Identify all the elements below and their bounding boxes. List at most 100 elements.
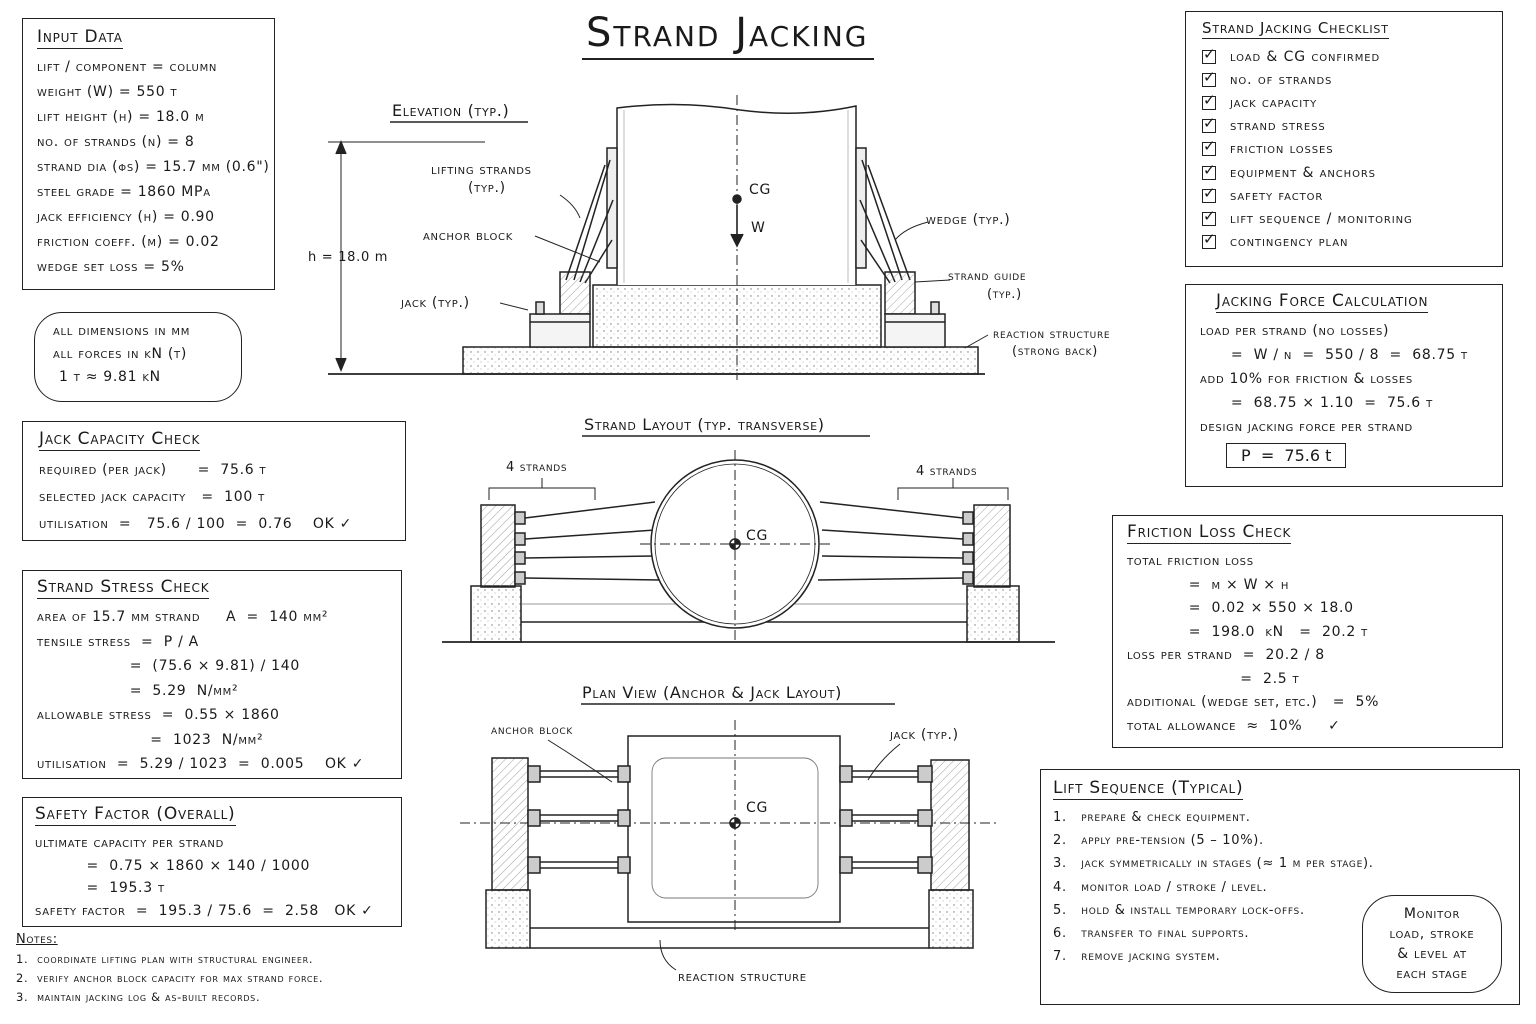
lift-sequence-step: 5. hold & install temporary lock-offs. <box>1053 902 1305 918</box>
strand-stress-line: = 1023 N/mm² <box>37 731 264 748</box>
jack-capacity-title: Jack Capacity Check <box>39 429 201 451</box>
friction-loss-line: additional (wedge set, etc.) = 5% <box>1127 694 1380 710</box>
jacking-force-line: = 68.75 × 1.10 = 75.6 t <box>1200 395 1433 411</box>
jacking-force-title: Jacking Force Calculation <box>1216 291 1429 313</box>
checklist-item: safety factor <box>1202 184 1486 207</box>
label-4-strands-left: 4 strands <box>506 460 567 475</box>
lift-sequence-title: Lift Sequence (Typical) <box>1053 778 1244 800</box>
input-data-line: lift / component = column <box>37 59 218 75</box>
notes-title: Notes: <box>16 932 58 947</box>
label-4-strands-right: 4 strands <box>916 464 977 479</box>
label-reaction-structure-plan: reaction structure <box>678 969 807 985</box>
units-note-line: all dimensions in mm <box>53 323 191 339</box>
checklist-item: no. of strands <box>1202 68 1486 91</box>
elevation-labels: Elevation (typ.) lifting strands (typ.) … <box>308 101 1110 359</box>
lift-sequence-step: 6. transfer to final supports. <box>1053 926 1250 942</box>
elevation-diagram <box>328 95 989 380</box>
lift-sequence-step: 3. jack symmetrically in stages (≈ 1 m p… <box>1053 856 1374 872</box>
friction-loss-line: total friction loss <box>1127 553 1254 569</box>
input-data-line: strand dia (ϕs) = 15.7 mm (0.6") <box>37 159 270 175</box>
monitor-note-line: each stage <box>1396 966 1468 982</box>
safety-factor-line: = 0.75 × 1860 × 140 / 1000 <box>35 857 311 874</box>
note-line: 2. verify anchor block capacity for max … <box>16 971 324 985</box>
friction-loss-line: = 2.5 t <box>1127 670 1300 687</box>
elevation-title: Elevation (typ.) <box>392 101 509 120</box>
strand-stress-line: area of 15.7 mm strand A = 140 mm² <box>37 609 329 625</box>
jacking-force-result: P = 75.6 t <box>1226 443 1347 468</box>
label-cg-layout: CG <box>746 528 768 544</box>
label-cg-plan: CG <box>746 800 768 816</box>
strand-stress-line: tensile stress = P / A <box>37 633 199 650</box>
monitor-note-line: load, stroke <box>1389 926 1475 942</box>
plan-view-labels: Plan View (Anchor & Jack Layout) anchor … <box>491 683 959 985</box>
strand-layout-title: Strand Layout (typ. transverse) <box>584 415 825 434</box>
label-strong-back: (strong back) <box>1012 344 1098 359</box>
checkbox-checked-icon <box>1202 184 1216 203</box>
safety-factor-line: = 195.3 t <box>35 880 165 896</box>
checklist-item-label: jack capacity <box>1230 94 1318 111</box>
friction-loss-box: Friction Loss Check total friction loss … <box>1112 515 1503 748</box>
checklist-item-label: contingency plan <box>1230 234 1349 251</box>
checklist-item-label: load & CG confirmed <box>1230 48 1381 65</box>
friction-loss-line: = μ × W × h <box>1127 576 1290 593</box>
label-strand-guide: strand guide <box>948 269 1026 284</box>
checkbox-checked-icon <box>1202 45 1216 64</box>
strand-stress-box: Strand Stress Check area of 15.7 mm stra… <box>22 570 402 779</box>
jacking-force-line: = W / n = 550 / 8 = 68.75 t <box>1200 347 1468 363</box>
units-note-cloud: all dimensions in mm all forces in kN (t… <box>34 312 242 402</box>
checkbox-checked-icon <box>1202 207 1216 226</box>
safety-factor-title: Safety Factor (Overall) <box>35 804 236 826</box>
friction-loss-line: = 198.0 kN = 20.2 t <box>1127 623 1368 640</box>
jacking-force-line: design jacking force per strand <box>1200 419 1413 435</box>
checklist-item: strand stress <box>1202 114 1486 138</box>
strand-stress-line: = (75.6 × 9.81) / 140 <box>37 658 300 674</box>
input-data-line: weight (W) = 550 t <box>37 84 178 100</box>
checkbox-checked-icon <box>1202 91 1216 110</box>
lift-sequence-lines: 1. prepare & check equipment.2. apply pr… <box>1053 806 1507 968</box>
notes-lines: 1. coordinate lifting plan with structur… <box>16 950 323 1007</box>
friction-loss-line: = 0.02 × 550 × 18.0 <box>1127 600 1354 616</box>
checklist-item-label: lift sequence / monitoring <box>1230 210 1413 227</box>
input-data-line: friction coeff. (μ) = 0.02 <box>37 234 220 250</box>
monitor-note-cloud: Monitor load, stroke & level at each sta… <box>1362 895 1502 993</box>
strand-stress-line: allowable stress = 0.55 × 1860 <box>37 707 280 723</box>
checklist-item: jack capacity <box>1202 91 1486 114</box>
lift-sequence-step: 2. apply pre-tension (5 – 10%). <box>1053 833 1264 849</box>
checklist-item: load & CG confirmed <box>1202 45 1486 68</box>
label-wedge: wedge (typ.) <box>926 212 1010 228</box>
safety-factor-box: Safety Factor (Overall) ultimate capacit… <box>22 797 402 927</box>
checklist-item-label: no. of strands <box>1230 71 1333 88</box>
page-title: Strand Jacking <box>582 10 875 60</box>
checklist-item-label: strand stress <box>1230 118 1326 135</box>
input-data-lines: lift / component = column weight (W) = 55… <box>37 55 270 280</box>
checklist-item: contingency plan <box>1202 230 1486 254</box>
strand-layout-labels: Strand Layout (typ. transverse) 4 strand… <box>506 415 977 544</box>
checklist-item: lift sequence / monitoring <box>1202 207 1486 230</box>
note-line: 3. maintain jacking log & as-built recor… <box>16 990 261 1004</box>
label-jack: jack (typ.) <box>400 295 470 311</box>
strand-stress-lines: area of 15.7 mm strand A = 140 mm² tensil… <box>37 605 387 777</box>
checklist-item-label: safety factor <box>1230 187 1324 204</box>
label-cg: CG <box>749 182 771 198</box>
label-lifting-strands: lifting strands <box>431 162 532 178</box>
input-data-line: no. of strands (n) = 8 <box>37 134 195 150</box>
checklist-item: equipment & anchors <box>1202 161 1486 184</box>
label-jack-plan: jack (typ.) <box>889 727 959 743</box>
strand-layout-diagram <box>442 435 1055 643</box>
checkbox-checked-icon <box>1202 114 1216 134</box>
lift-sequence-step: 7. remove jacking system. <box>1053 949 1221 965</box>
units-note-line: 1 t ≈ 9.81 kN <box>59 369 161 385</box>
jacking-force-line: add 10% for friction & losses <box>1200 371 1413 387</box>
note-line: 1. coordinate lifting plan with structur… <box>16 952 314 966</box>
checklist-title: Strand Jacking Checklist <box>1202 19 1389 39</box>
label-reaction-structure: reaction structure <box>993 327 1110 342</box>
label-height: h = 18.0 m <box>308 250 388 265</box>
monitor-note-line: Monitor <box>1403 906 1461 922</box>
strand-stress-line: = 5.29 N/mm² <box>37 682 239 699</box>
checkbox-checked-icon <box>1202 230 1216 250</box>
jacking-force-box: Jacking Force Calculation load per stran… <box>1185 284 1503 487</box>
checklist-items: load & CG confirmed no. of strands jack ca… <box>1202 45 1486 254</box>
